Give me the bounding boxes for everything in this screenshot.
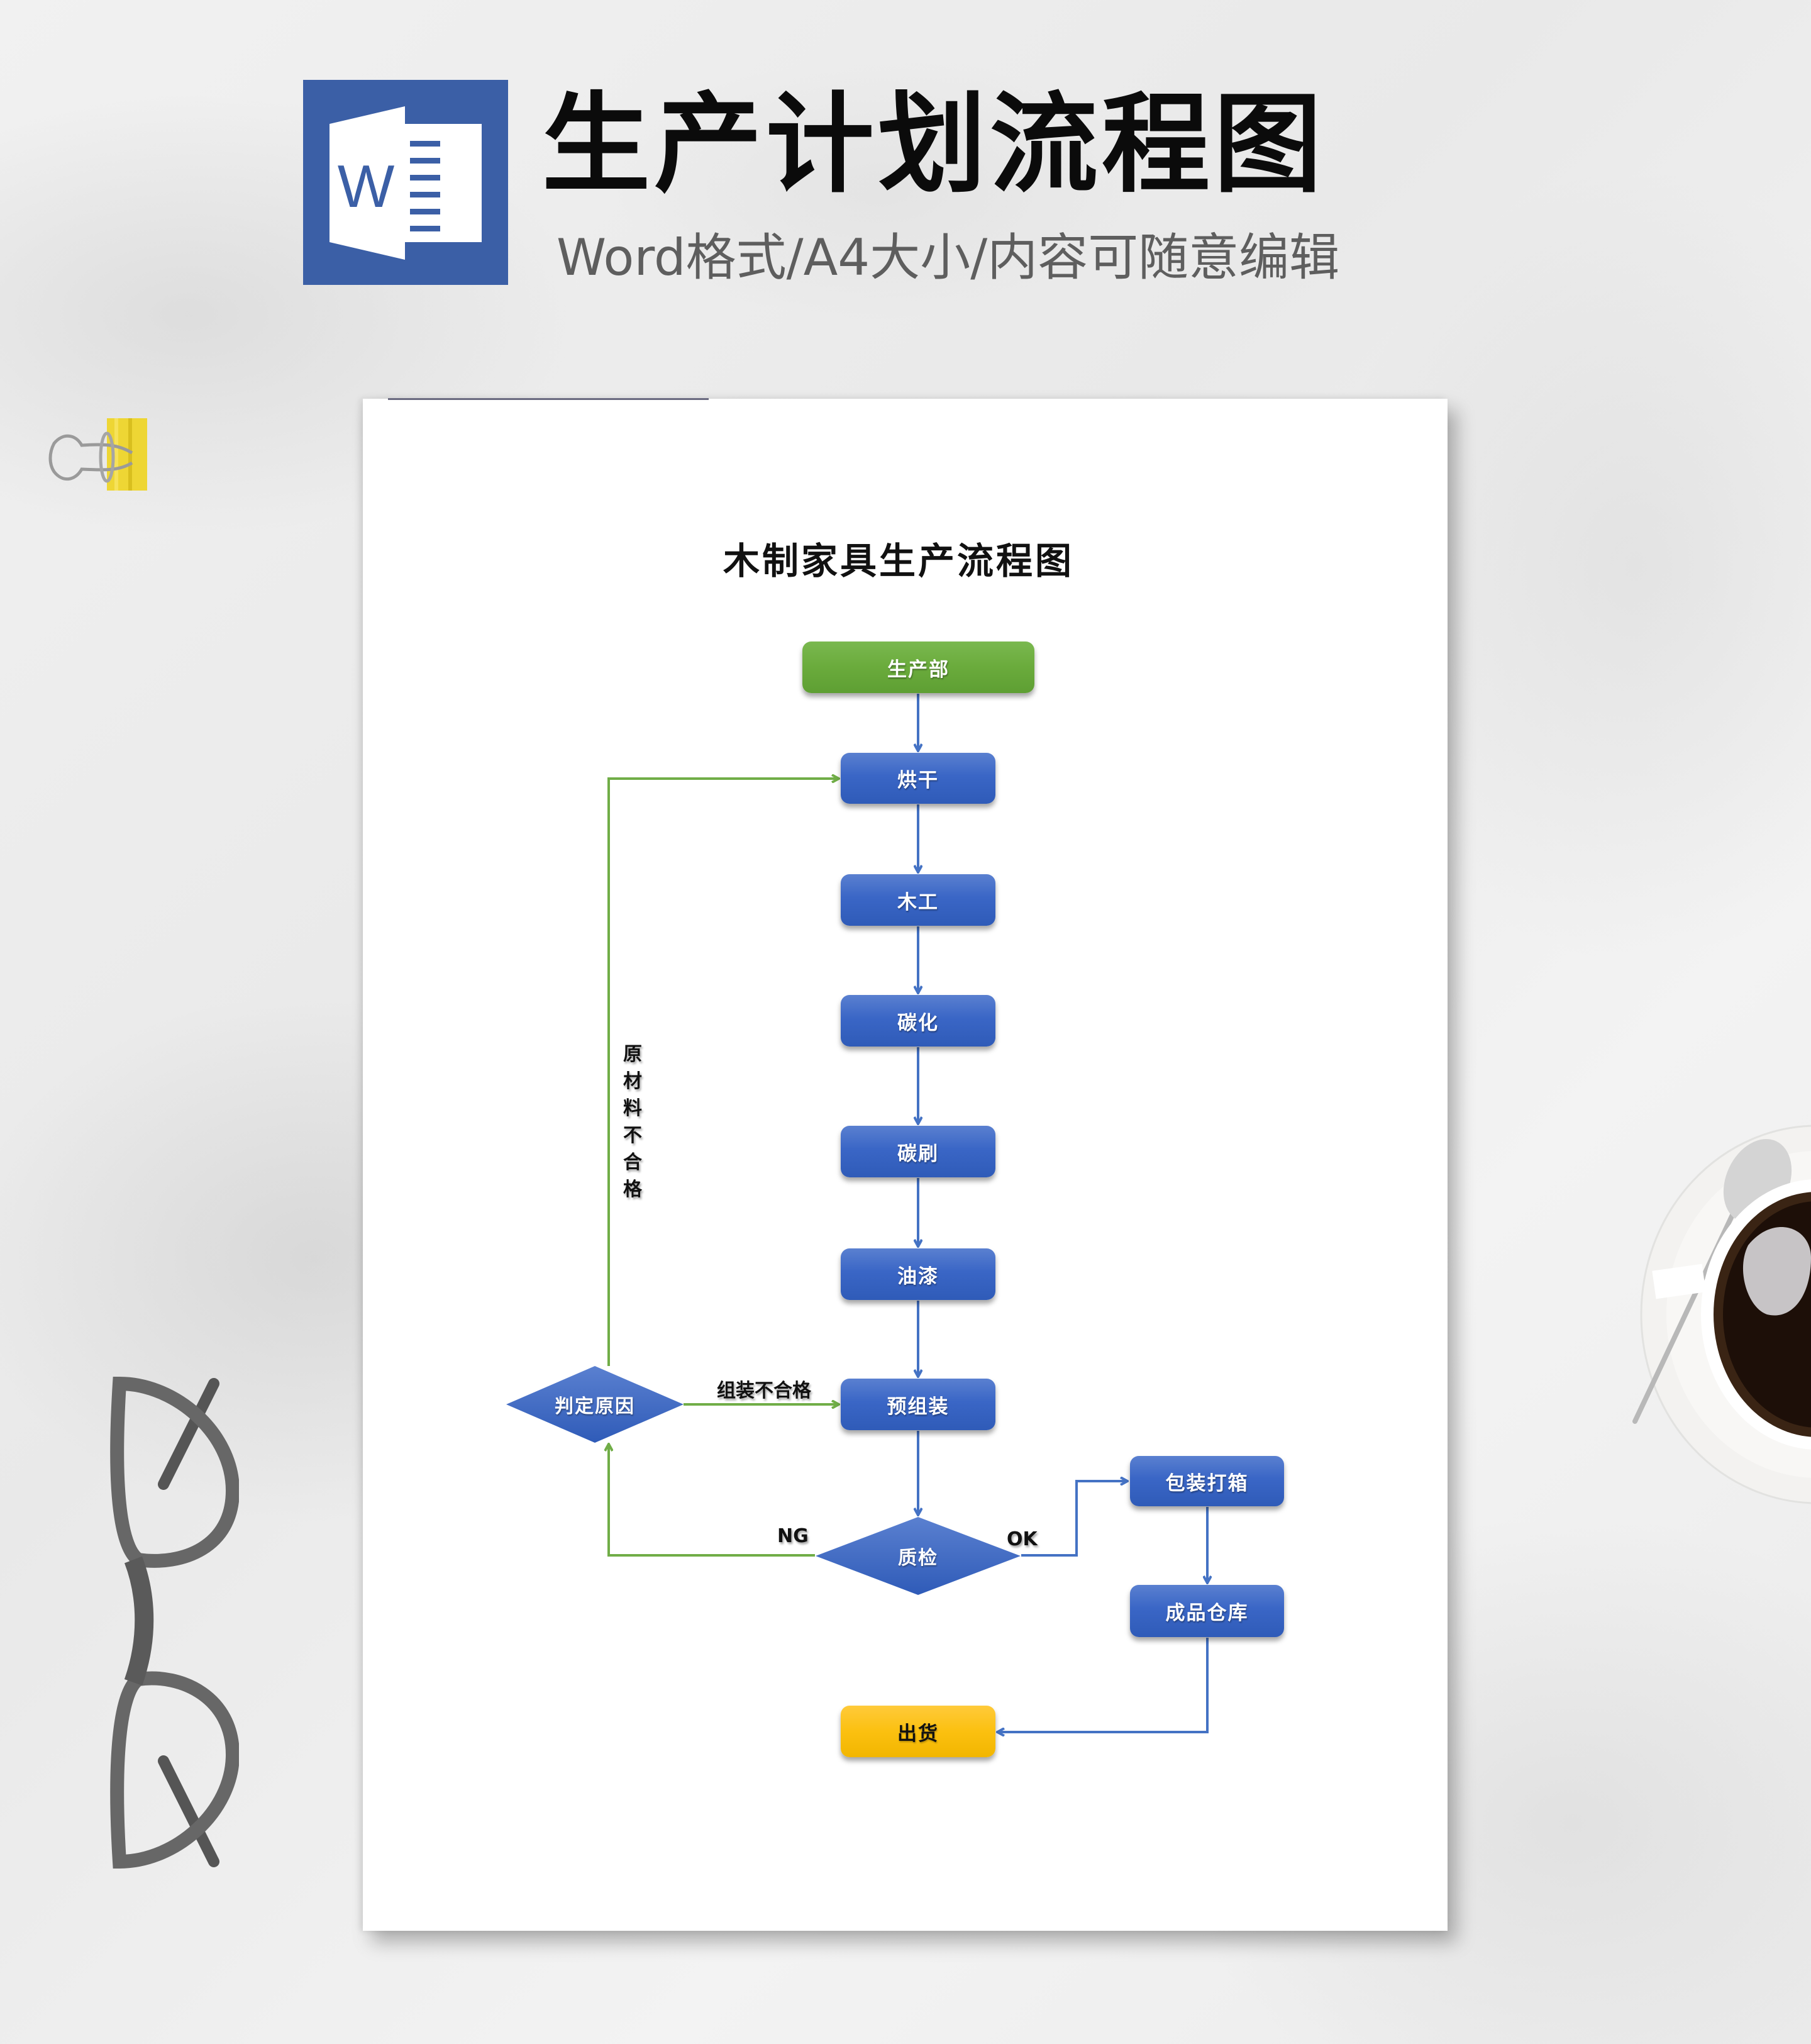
page-subtitle: Word格式/A4大小/内容可随意编辑: [557, 228, 1340, 287]
node-label: 生产部: [887, 658, 950, 681]
vlabel-char: 材: [623, 1070, 642, 1092]
decision-label: 判定原因: [555, 1396, 635, 1418]
vlabel-char: 原: [623, 1043, 642, 1065]
edge-label-ok: OK: [1007, 1528, 1038, 1550]
node-packing[interactable]: 包装打箱: [1130, 1456, 1284, 1506]
vlabel-char: 不: [623, 1125, 642, 1147]
vlabel-char: 格: [623, 1179, 642, 1201]
node-drying[interactable]: 烘干: [841, 753, 995, 804]
node-warehouse[interactable]: 成品仓库: [1130, 1585, 1284, 1637]
edge-label-assembly-fail: 组装不合格: [717, 1380, 811, 1402]
edge-label-material-fail: 原 材 料 不 合 格: [620, 1041, 645, 1203]
node-label: 碳化: [897, 1011, 939, 1035]
node-painting[interactable]: 油漆: [841, 1248, 995, 1300]
node-shipping[interactable]: 出货: [841, 1706, 995, 1757]
decision-judge-cause[interactable]: 判定原因: [506, 1366, 684, 1443]
node-label: 预组装: [887, 1395, 950, 1418]
node-label: 油漆: [897, 1265, 939, 1288]
svg-text:W: W: [338, 153, 395, 220]
vlabel-char: 料: [623, 1097, 642, 1119]
page-top-border: [388, 398, 709, 400]
decision-label: 质检: [898, 1547, 938, 1569]
node-carbonization[interactable]: 碳化: [841, 995, 995, 1047]
edge-label-ng: NG: [777, 1525, 809, 1547]
vlabel-char: 合: [623, 1152, 642, 1174]
coffee-cup-icon: [1610, 1107, 1811, 1522]
node-carpentry[interactable]: 木工: [841, 874, 995, 926]
node-label: 烘干: [897, 769, 939, 792]
page-title: 生产计划流程图: [542, 81, 1326, 208]
node-label: 木工: [897, 891, 939, 914]
decision-quality-check[interactable]: 质检: [816, 1517, 1021, 1595]
node-label: 碳刷: [897, 1142, 939, 1165]
node-brushing[interactable]: 碳刷: [841, 1126, 995, 1177]
node-label: 成品仓库: [1165, 1602, 1249, 1625]
word-logo-icon: W: [303, 80, 508, 285]
flowchart-title: 木制家具生产流程图: [723, 540, 1075, 582]
eyeglasses-icon: [88, 1358, 240, 1887]
node-label: 出货: [897, 1722, 939, 1745]
node-start-production-dept[interactable]: 生产部: [802, 642, 1034, 693]
node-preassembly[interactable]: 预组装: [841, 1379, 995, 1430]
node-label: 包装打箱: [1165, 1472, 1249, 1495]
binder-clip-icon: [44, 409, 157, 497]
